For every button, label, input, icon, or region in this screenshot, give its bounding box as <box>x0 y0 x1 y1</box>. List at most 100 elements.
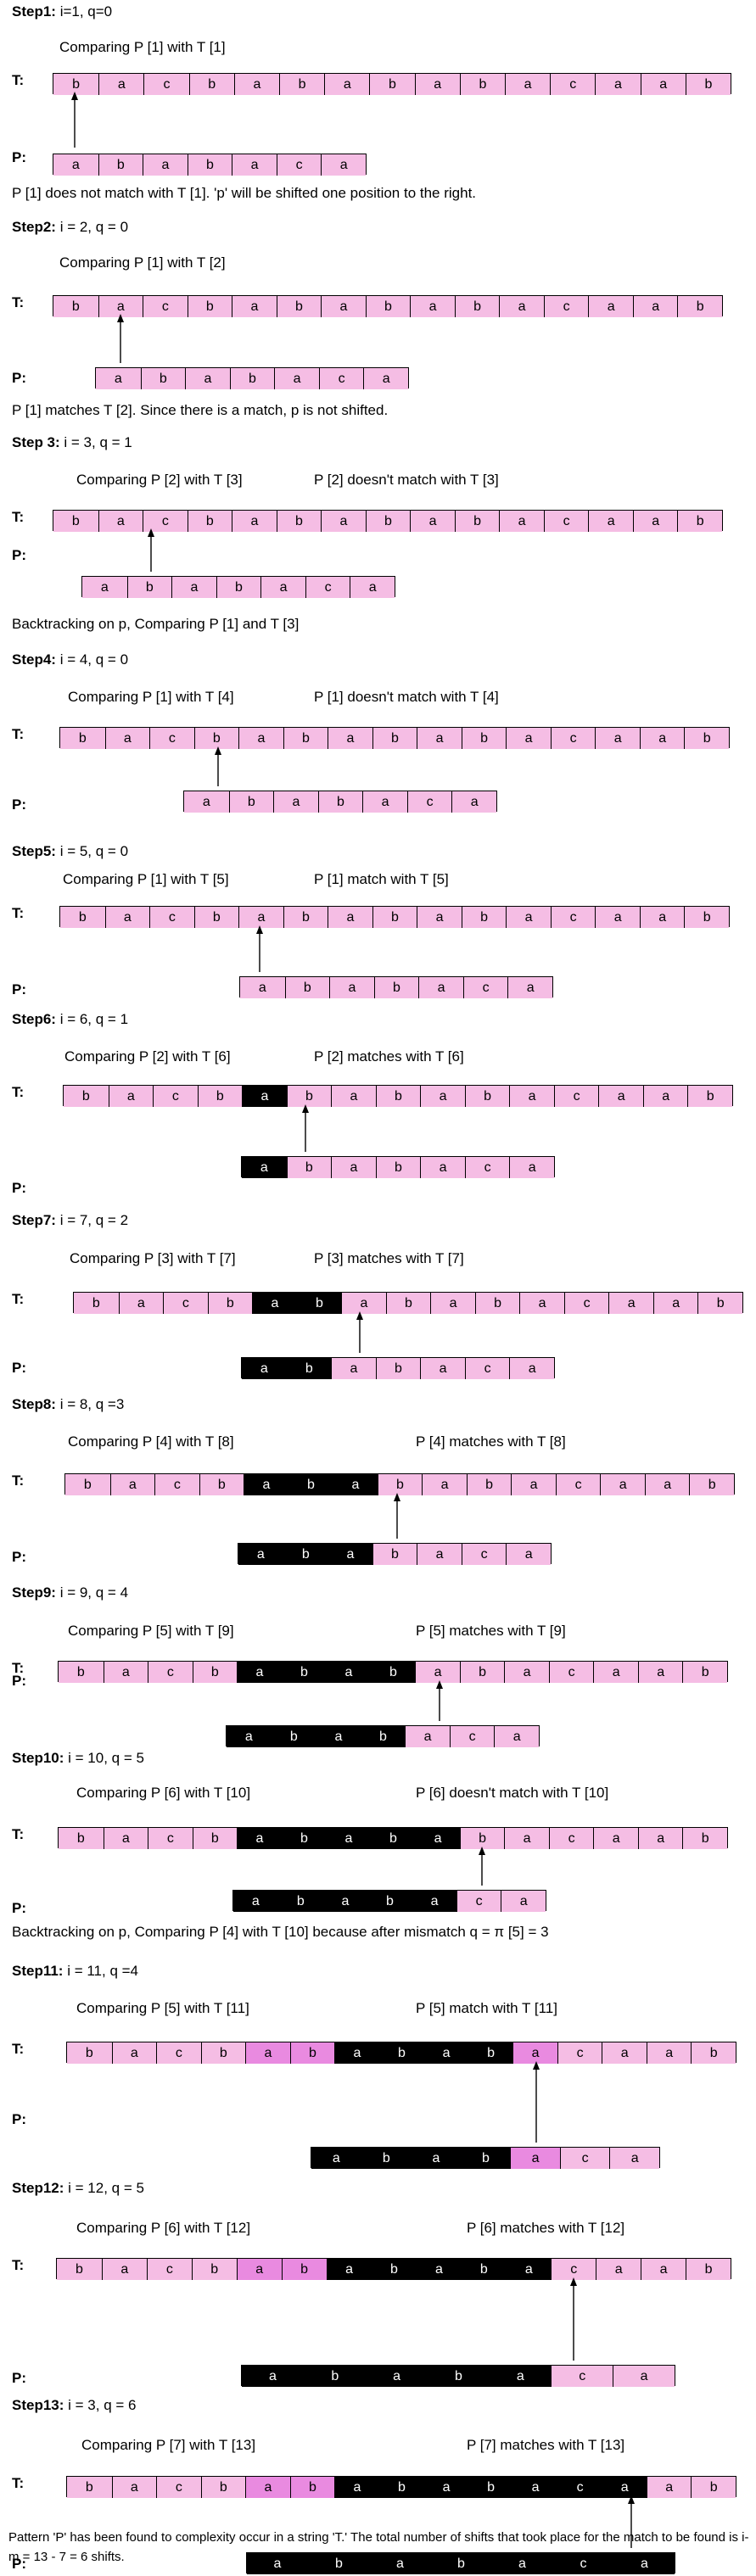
text-string-cell: b <box>461 907 507 928</box>
result-note: P [7] matches with T [13] <box>467 2437 625 2453</box>
text-string-cell: b <box>192 1662 238 1683</box>
text-label: T: <box>12 905 25 921</box>
text-string-cell: c <box>557 2477 602 2498</box>
pattern-string-cell: a <box>510 2148 560 2169</box>
pattern-string-cell: c <box>456 1891 501 1912</box>
step-title: Step5: i = 5, q = 0 <box>12 843 128 860</box>
text-string-cell: a <box>414 74 460 95</box>
pattern-label: P: <box>12 149 26 165</box>
pattern-string-cell: b <box>228 791 274 813</box>
text-string-cell: b <box>279 74 325 95</box>
text-string-cell: a <box>640 74 686 95</box>
text-string-cell: c <box>557 2042 602 2064</box>
text-string-cell: a <box>416 2259 462 2280</box>
pattern-string-cell: a <box>53 154 98 176</box>
text-string-cell: a <box>423 2477 468 2498</box>
step-number: Step12: <box>12 2180 64 2196</box>
comparison-note: Comparing P [2] with T [6] <box>64 1048 231 1064</box>
text-string-cell: b <box>200 2477 246 2498</box>
step-title: Step1: i=1, q=0 <box>12 3 112 20</box>
text-string-cell: a <box>334 2477 379 2498</box>
text-label: T: <box>12 1291 25 1307</box>
text-string-cell: a <box>511 1474 556 1495</box>
result-note: P [2] matches with T [6] <box>314 1048 464 1064</box>
comparison-note: Comparing P [3] with T [7] <box>70 1250 236 1266</box>
text-string-cell: b <box>677 511 722 532</box>
text-label: T: <box>12 72 25 88</box>
pattern-string-cell: b <box>271 1726 316 1747</box>
step-title: Step2: i = 2, q = 0 <box>12 219 128 236</box>
text-string-cell: a <box>595 728 640 749</box>
result-note: P [1] match with T [5] <box>314 871 449 887</box>
text-string-cell: a <box>245 2477 290 2498</box>
pattern-string-cell: c <box>464 1358 510 1379</box>
text-string-cell: a <box>499 296 544 317</box>
step-params: i = 3, q = 6 <box>64 2397 137 2413</box>
text-string-cell: b <box>454 296 500 317</box>
text-string-cell: b <box>289 2042 335 2064</box>
text-string-cell: b <box>59 1828 104 1849</box>
text-string-cell: b <box>454 511 500 532</box>
arrow-head-icon <box>117 314 124 322</box>
pattern-string-cell: a <box>311 2148 361 2169</box>
comparison-note: Comparing P [4] with T [8] <box>68 1433 234 1450</box>
text-string-cell: b <box>686 2259 731 2280</box>
step-number: Step11: <box>12 1963 64 1979</box>
text-string-cell: b <box>365 511 411 532</box>
text-string-cell: a <box>512 2042 557 2064</box>
text-label: T: <box>12 1472 25 1489</box>
text-string-cell: a <box>512 2477 557 2498</box>
pattern-string-cell: b <box>367 1891 412 1912</box>
text-string-cell: c <box>551 2259 596 2280</box>
conclusion-text: Pattern 'P' has been found to complexity… <box>8 2530 749 2564</box>
text-string-cell: c <box>156 2042 201 2064</box>
text-string-cell: b <box>67 2042 112 2064</box>
text-string-cell: a <box>646 2477 692 2498</box>
text-string-cell: a <box>595 907 640 928</box>
pattern-string-cell: a <box>412 1891 456 1912</box>
text-string-cell: a <box>109 1474 155 1495</box>
text-string-cell: b <box>459 1828 505 1849</box>
text-label: T: <box>12 509 25 525</box>
pattern-string-cell: a <box>240 977 285 998</box>
text-string-cell: b <box>288 1474 333 1495</box>
text-string-cell: a <box>324 74 370 95</box>
text-string-cell: a <box>593 1828 638 1849</box>
text-string-cell: a <box>326 1828 371 1849</box>
pattern-string-cell: a <box>242 1358 287 1379</box>
text-string-cell: b <box>687 1086 732 1107</box>
pattern-string-cell: b <box>460 2148 511 2169</box>
pattern-string-cell: a <box>613 2366 675 2387</box>
pattern-string-cell: b <box>286 1358 332 1379</box>
text-string-cell: a <box>326 1662 371 1683</box>
text-string-cell: c <box>154 1474 199 1495</box>
text-string-cell: a <box>328 728 372 749</box>
pattern-string-cell: a <box>405 1726 450 1747</box>
text-string-cell: a <box>103 1662 148 1683</box>
step-params: i = 12, q = 5 <box>64 2180 144 2196</box>
text-string-cell: a <box>232 511 277 532</box>
text-string-cell: a <box>608 1293 653 1314</box>
pattern-string-cell: a <box>491 2553 552 2574</box>
text-string-cell: b <box>369 74 415 95</box>
pattern-string-cell: a <box>242 2366 304 2387</box>
text-string-cell: b <box>193 728 239 749</box>
text-string-cell: b <box>283 728 328 749</box>
text-string-cell: c <box>143 511 188 532</box>
text-string-cell: a <box>602 2477 647 2498</box>
step-title: Step12: i = 12, q = 5 <box>12 2180 144 2197</box>
step-params: i = 7, q = 2 <box>55 1212 129 1228</box>
text-string-cell: b <box>74 1293 119 1314</box>
pattern-string-cell: a <box>82 577 127 598</box>
pattern-string-cell: c <box>449 1726 495 1747</box>
text-string-cell: a <box>410 511 455 532</box>
text-string-cell: a <box>504 1662 549 1683</box>
pattern-string-cell: a <box>331 1157 376 1178</box>
step-explanation: Backtracking on p, Comparing P [1] and T… <box>12 616 300 632</box>
